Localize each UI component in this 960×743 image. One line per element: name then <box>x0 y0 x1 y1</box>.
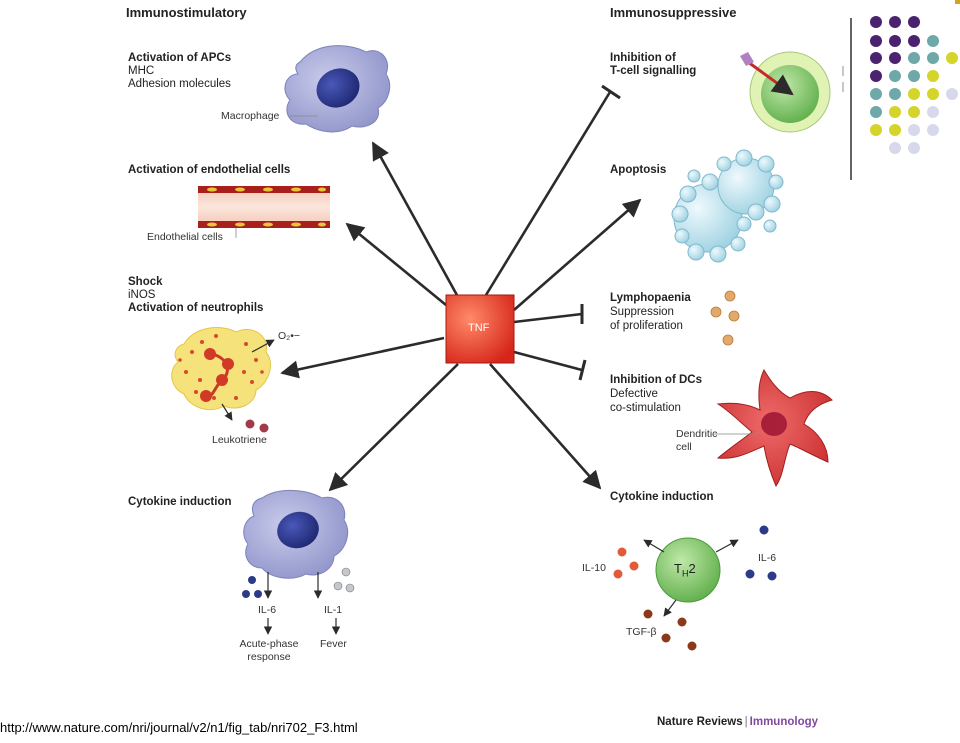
inhibit-lymph <box>513 312 583 324</box>
fever-label: Fever <box>320 638 347 650</box>
acute-phase-label-1: Acute-phase <box>239 638 299 650</box>
il10-label: IL-10 <box>582 562 606 574</box>
tnf-box <box>445 294 515 364</box>
macrophage-cell <box>284 45 391 133</box>
arrow-cytokine-right <box>489 363 602 490</box>
dendritic-cell <box>714 368 833 488</box>
arrow-cytokine-left <box>328 363 459 492</box>
header-immunosuppressive: Immunosuppressive <box>610 5 737 20</box>
lymph-title: Lymphopaenia <box>610 292 691 304</box>
endo-title: Activation of endothelial cells <box>128 164 291 176</box>
acute-phase-label-2: response <box>247 651 291 663</box>
th2-cell <box>613 525 777 651</box>
cyto-right-title: Cytokine induction <box>610 491 714 503</box>
il6-right-label: IL-6 <box>758 552 777 564</box>
journal-name: Nature Reviews <box>657 716 743 728</box>
macrophage-cytokine-cell <box>242 489 355 635</box>
lymph-line1: Suppression <box>610 306 674 318</box>
neutrophil-title: Activation of neutrophils <box>128 302 264 314</box>
apoptosis-title: Apoptosis <box>610 164 667 176</box>
inhibit-tcell-bar <box>601 84 621 100</box>
arrow-shock <box>280 336 445 379</box>
inhibit-tcell <box>484 91 612 296</box>
dc-line2: co-stimulation <box>610 402 681 414</box>
shock-line1: iNOS <box>128 289 156 301</box>
dendritic-label-1: Dendritic <box>676 428 718 440</box>
dendritic-label-2: cell <box>676 441 692 453</box>
tnf-label: TNF <box>468 322 490 334</box>
arrows <box>280 84 642 492</box>
arrow-endothelial <box>345 222 447 307</box>
il6-left-label: IL-6 <box>258 604 277 616</box>
arrow-apc <box>371 141 460 298</box>
journal-subject: Immunology <box>749 716 819 728</box>
journal-credit: Nature Reviews|Immunology <box>657 716 819 728</box>
o2-label: O₂•− <box>278 330 301 342</box>
dot-grid <box>842 0 960 180</box>
t-cell <box>740 51 831 133</box>
arrow-apoptosis <box>513 198 642 311</box>
apc-title: Activation of APCs <box>128 52 232 64</box>
lymphocyte-dots <box>710 290 740 346</box>
inhibit-dc <box>513 350 583 372</box>
tgf-label: TGF-β <box>626 626 657 638</box>
th2-label: TH2 <box>674 561 696 579</box>
tcell-title-1: Inhibition of <box>610 52 676 64</box>
macrophage-label: Macrophage <box>221 110 280 122</box>
neutrophil-cell <box>171 327 275 433</box>
shock-title: Shock <box>128 276 163 288</box>
apc-line1: MHC <box>128 65 155 77</box>
endothelial-vessel <box>198 186 330 238</box>
dc-line1: Defective <box>610 388 658 400</box>
apoptotic-cell <box>671 149 784 263</box>
tcell-title-2: T-cell signalling <box>610 65 697 77</box>
lymph-line2: of proliferation <box>610 320 683 332</box>
cyto-left-title: Cytokine induction <box>128 496 232 508</box>
endothelial-label: Endothelial cells <box>147 231 223 243</box>
source-url: http://www.nature.com/nri/journal/v2/n1/… <box>0 720 358 735</box>
inhibit-dc-bar <box>578 359 587 381</box>
apc-line2: Adhesion molecules <box>128 78 231 90</box>
header-immunostimulatory: Immunostimulatory <box>126 5 247 20</box>
il1-label: IL-1 <box>324 604 343 616</box>
leukotriene-label: Leukotriene <box>212 434 267 446</box>
dc-title: Inhibition of DCs <box>610 374 702 386</box>
